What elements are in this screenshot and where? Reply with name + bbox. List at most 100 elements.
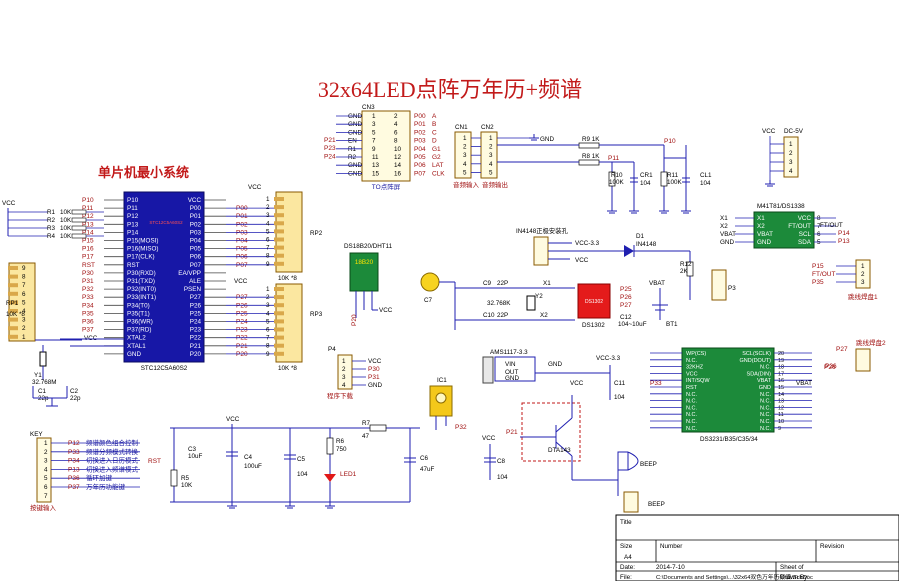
tb-drawn: Drawn By:	[780, 574, 809, 581]
p26-net: P26	[620, 294, 632, 301]
ds3231-right-pin: N.C.	[760, 426, 771, 432]
ds3231-right-pin-num: 17	[778, 371, 784, 377]
cn3-label: CN3	[362, 104, 375, 111]
cn1-label: CN1	[455, 124, 468, 131]
ds3231-right-pin: GND(DOUT)	[740, 358, 772, 364]
beep-buzzer	[617, 451, 639, 471]
jumper1-net: P35	[812, 279, 824, 286]
ds3231-right-pin: N.C.	[760, 405, 771, 411]
cn3-port: P07	[414, 170, 426, 177]
c1-label: C1	[38, 388, 47, 395]
rp-pin-number: 5	[266, 318, 270, 325]
p27-net: P27	[620, 302, 632, 309]
mcu-right-net: P23	[236, 327, 248, 334]
left-resistor-value: 10K	[60, 217, 72, 224]
rp-pin-number: 9	[22, 265, 26, 272]
mcu-left-pin: P32(INT0)	[127, 286, 156, 293]
p4-pin: 3	[342, 374, 346, 381]
m41-left-net: GND	[720, 239, 734, 246]
mcu-right-pin: EA/VPP	[178, 270, 201, 277]
ams-out: OUT	[505, 369, 518, 376]
dc5v-vcc: VCC	[762, 128, 776, 135]
p10-net: P10	[664, 138, 676, 145]
mcu-left-net: P17	[82, 254, 94, 261]
mcu-left-pin: P15(MOSI)	[127, 238, 159, 245]
mcu-right-net: P25	[236, 310, 248, 317]
mcu-left-pin: P11	[127, 205, 138, 212]
dc5v-pin: 1	[789, 141, 793, 148]
y2-crystal	[526, 295, 536, 311]
mcu-right-net: P24	[236, 319, 248, 326]
bt1-label: BT1	[666, 321, 678, 328]
tb-file-value: C:\Documents and Settings\...\32x64双色万年历…	[656, 573, 813, 581]
mcu-right-pin: P07	[190, 262, 202, 269]
ds3231-right-pin-num: 19	[778, 358, 784, 364]
cn3-pin: 9	[372, 146, 376, 153]
m41-left-net: X1	[720, 215, 728, 222]
mcu-right-net: P00	[236, 205, 248, 212]
c6-label: C6	[420, 455, 429, 462]
mcu-left-pin: XTAL1	[127, 343, 146, 350]
ds3231-left-pin: N.C.	[686, 419, 697, 425]
jumper1-pin: 2	[861, 271, 865, 278]
r11-value: 100K	[667, 179, 683, 186]
p11-net: P11	[608, 155, 619, 162]
c11-value: 104	[614, 394, 625, 401]
mcu-right-pins: VCCP00P01P02P03P04P05P06P07EA/VPPALEPSEN…	[178, 197, 276, 358]
ds3231-p33: P33	[650, 380, 662, 387]
cn3-pin: 4	[394, 121, 398, 128]
key-pin: 3	[44, 458, 48, 465]
ir-vcc2-label: VCC	[575, 257, 589, 264]
ds3231-right-pin-num: 11	[778, 412, 784, 418]
m41-right-pin: SDA	[798, 239, 812, 246]
r12-label: R12	[680, 261, 692, 268]
key-pin: 5	[44, 475, 48, 482]
cn3-pin: 10	[394, 146, 402, 153]
ds3231-right-pin-num: 15	[778, 385, 784, 391]
ds3231-right-pin-num: 18	[778, 365, 784, 371]
p4-net: P31	[368, 374, 380, 381]
ds3231-left-pin: 32KHZ	[686, 365, 704, 371]
cn3-pin: 1	[372, 113, 376, 120]
cn3-signal: C	[432, 129, 437, 136]
mcu-right-net: P27	[236, 294, 248, 301]
cn3-port: P00	[414, 113, 426, 120]
p3-label: P3	[728, 285, 736, 292]
rp-pin-number: 6	[266, 327, 270, 334]
m41t81-chip	[753, 211, 815, 249]
beep-label-2: BEEP	[648, 501, 665, 508]
x1-label: X1	[543, 280, 551, 287]
mcu-left-net: P16	[82, 246, 94, 253]
tb-file: File:	[620, 574, 632, 581]
led1-label: LED1	[340, 471, 357, 478]
rp-pin-number: 4	[266, 220, 270, 227]
ds1302-chip	[577, 283, 611, 319]
ds3231-left-pin: N.C.	[686, 426, 697, 432]
r5-label: R5	[181, 475, 190, 482]
dc5v-connector	[783, 136, 799, 178]
led1	[324, 474, 336, 482]
tb-size-value: A4	[624, 554, 632, 561]
c4-label: C4	[244, 454, 253, 461]
mcu-right-pin: P00	[190, 205, 202, 212]
cn3-left-net: R2	[348, 154, 357, 161]
mcu-left-net: P14	[82, 229, 94, 236]
rp2-value: 10K *8	[278, 275, 297, 282]
c12-value: 104~10uF	[618, 321, 647, 328]
rp-pin-number: 8	[266, 253, 270, 260]
mcu-right-pin: P02	[190, 221, 202, 228]
cn3-signal: G1	[432, 146, 441, 153]
mcu-right-pin: P21	[190, 343, 202, 350]
y2-value: 32.768K	[487, 300, 511, 307]
jumper1-pin: 3	[861, 279, 865, 286]
ds3231-left-pin: N.C.	[686, 358, 697, 364]
m41-left-pin: VBAT	[757, 231, 773, 238]
mcu-left-pin: P14	[127, 229, 139, 236]
ds3231-left-pin: N.C.	[686, 405, 697, 411]
mcu-section-title: 单片机最小系统	[98, 165, 189, 180]
rp-pin-number: 7	[266, 245, 270, 252]
left-resistor-label: R4	[47, 233, 56, 240]
mcu-part-label: STC12C5A60S2	[141, 365, 188, 372]
